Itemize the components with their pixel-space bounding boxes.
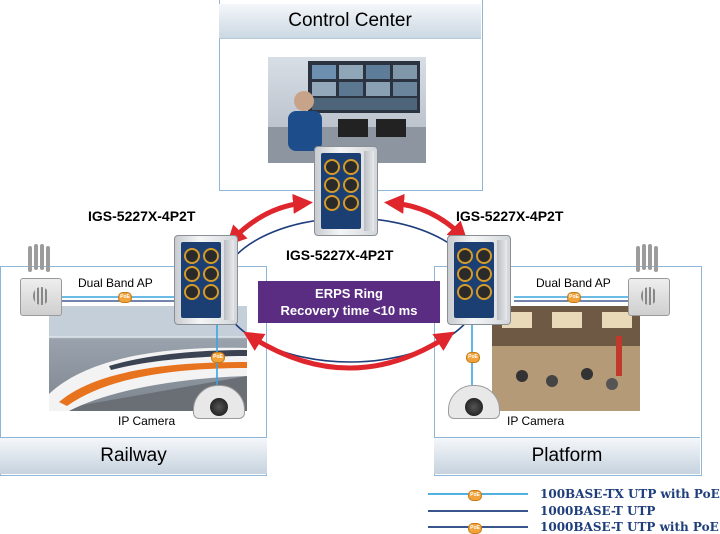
switch-right (447, 235, 511, 325)
poe-badge-right-ap: PoE (567, 292, 581, 303)
erps-ring-title: ERPS Ring (315, 286, 383, 301)
ap-right-label: Dual Band AP (536, 276, 611, 290)
switch-center (314, 146, 378, 236)
legend-label-1: 1000BASE-T UTP (540, 504, 656, 518)
camera-right-label: IP Camera (507, 414, 565, 428)
legend-label-2: 1000BASE-T UTP with PoE (540, 520, 719, 534)
legend-label-0: 100BASE-TX UTP with PoE (540, 487, 720, 501)
switch-center-label: IGS-5227X-4P2T (286, 247, 394, 263)
legend-poe-badge: PoE (468, 490, 482, 501)
antenna-icon (40, 244, 44, 270)
erps-ring-box: ERPS Ring Recovery time <10 ms (258, 281, 440, 323)
camera-left-label: IP Camera (118, 414, 176, 428)
poe-badge-right-camera: PoE (466, 352, 480, 363)
legend-poe-badge: PoE (468, 523, 482, 534)
poe-badge-left-camera: PoE (211, 352, 225, 363)
antenna-icon (34, 244, 38, 270)
camera-lens-icon (210, 398, 228, 416)
access-point-right (628, 278, 670, 316)
access-point-icon (641, 287, 657, 305)
switch-left (174, 235, 238, 325)
ip-camera-right (448, 385, 500, 419)
railway-title: Railway (0, 437, 267, 474)
platform-title: Platform (434, 437, 700, 474)
ap-left-label: Dual Band AP (78, 276, 153, 290)
control-center-title: Control Center (219, 4, 481, 39)
arrow-top-left (226, 193, 313, 246)
antenna-icon (28, 246, 32, 272)
ip-camera-left (193, 385, 245, 419)
access-point-icon (33, 287, 49, 305)
arrow-top-right (384, 193, 468, 242)
antenna-icon (46, 246, 50, 272)
antenna-icon (654, 246, 658, 272)
arrow-bottom (243, 331, 455, 371)
erps-recovery-time: Recovery time <10 ms (280, 303, 418, 318)
antenna-icon (648, 244, 652, 270)
access-point-left (20, 278, 62, 316)
switch-right-label: IGS-5227X-4P2T (456, 208, 564, 224)
antenna-icon (636, 246, 640, 272)
camera-lens-icon (465, 398, 483, 416)
switch-left-label: IGS-5227X-4P2T (88, 208, 196, 224)
antenna-icon (642, 244, 646, 270)
poe-badge-left-ap: PoE (118, 292, 132, 303)
network-diagram (52, 193, 630, 385)
